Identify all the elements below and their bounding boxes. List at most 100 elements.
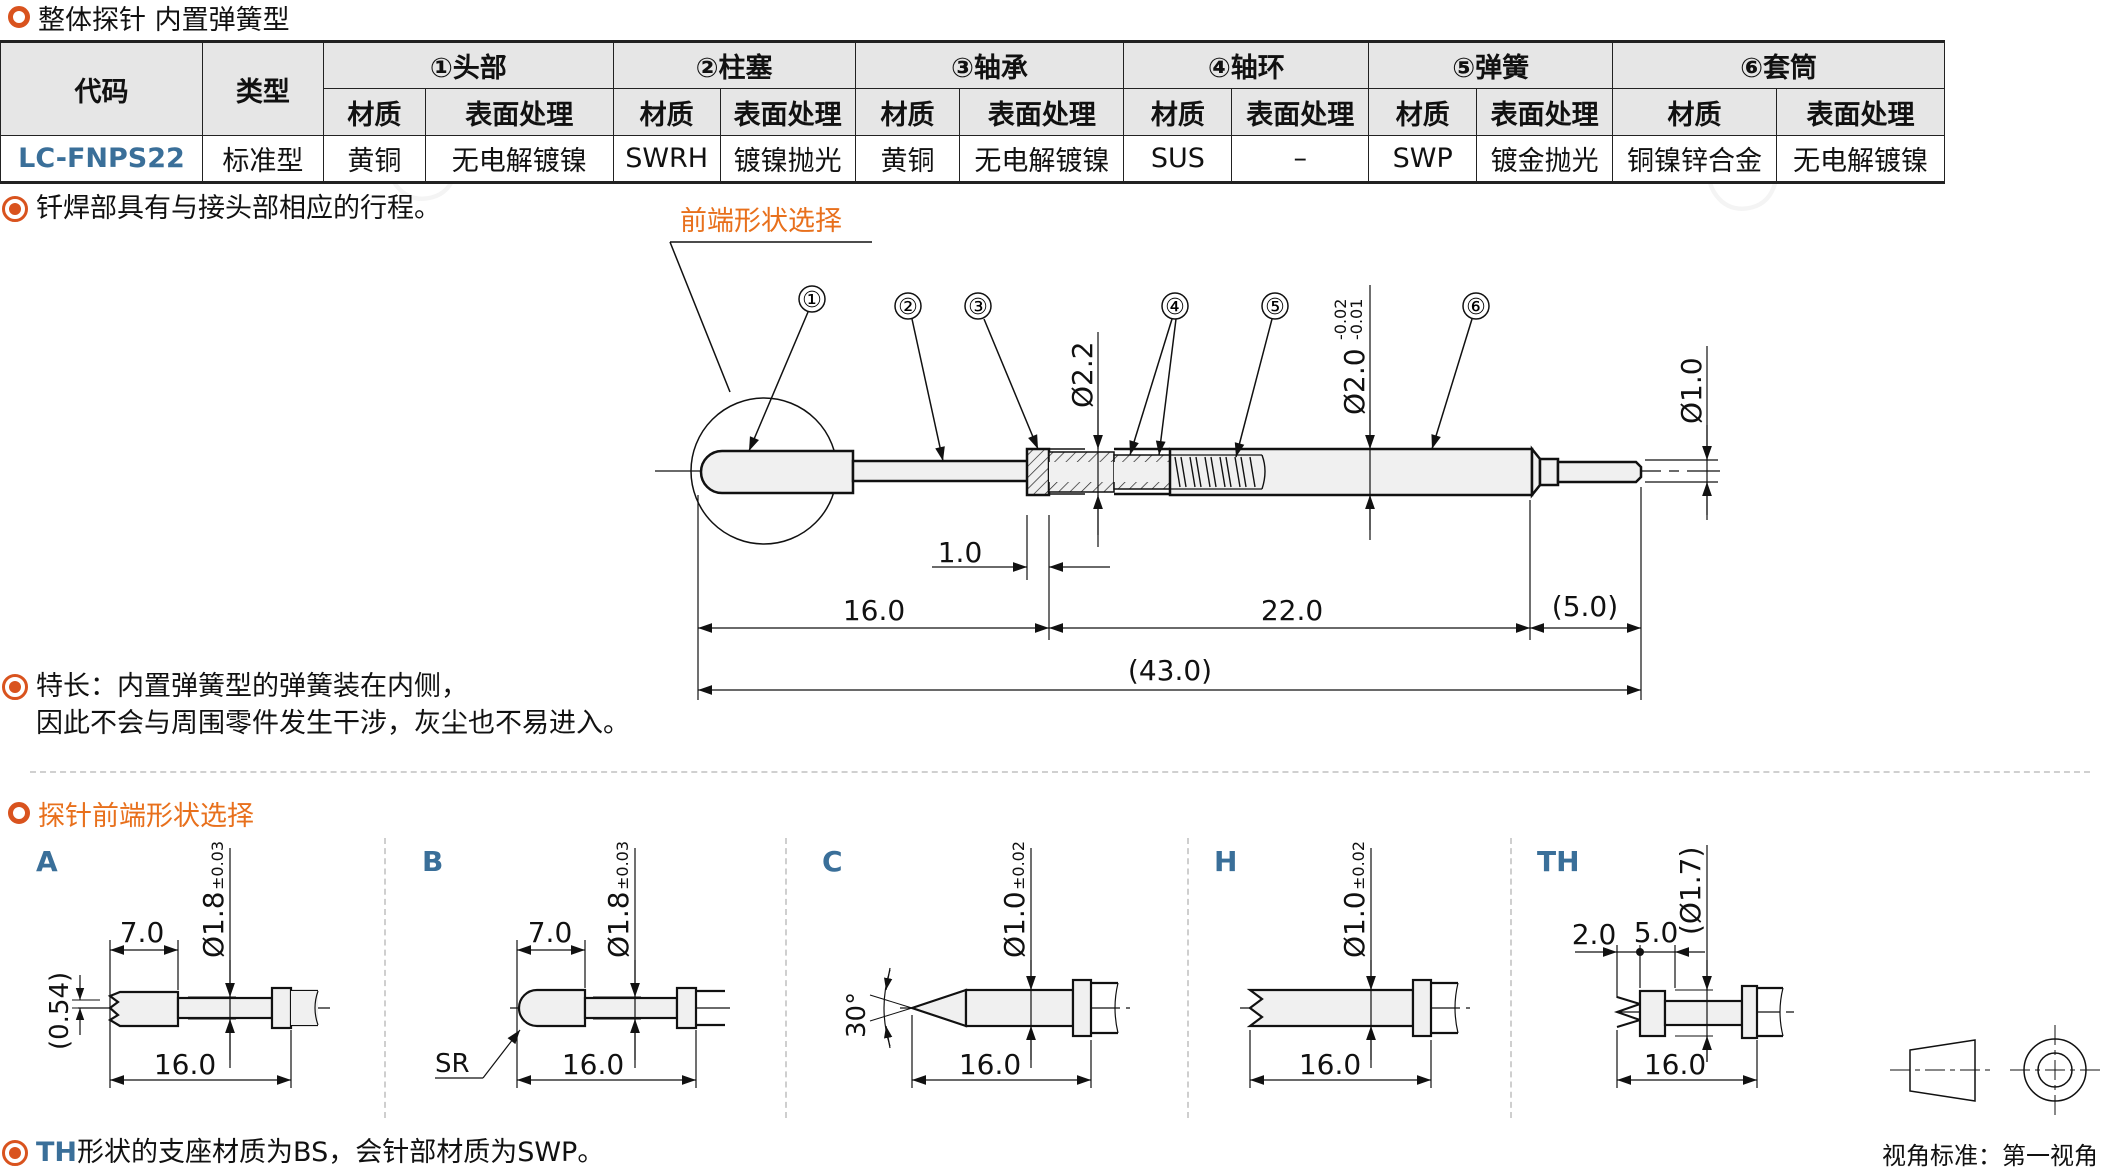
bullet-icon <box>2 673 28 700</box>
ring-icon <box>8 6 30 28</box>
column-divider <box>1510 838 1512 1118</box>
shape-th-len-b: 5.0 <box>1634 916 1679 949</box>
shape-label-c: C <box>822 845 843 878</box>
leader-line <box>669 241 731 393</box>
shape-a-total: 16.0 <box>154 1048 216 1081</box>
projection-label: 视角标准：第一视角 <box>1882 1142 2098 1170</box>
header-code: 代码 <box>0 41 203 136</box>
cell: 镀金抛光 <box>1476 135 1614 183</box>
shape-th-len-a: 2.0 <box>1572 918 1617 951</box>
tip-shape-b: 7.0 16.0 Ø1.8 ±0.03 SR <box>435 841 730 1088</box>
shape-c-extra: 30° <box>842 992 872 1038</box>
section-title: 整体探针 内置弹簧型 <box>8 0 290 36</box>
main-drawing: 前端形状选择 ① ② ③ <box>655 206 1720 700</box>
note-th-text: 形状的支座材质为BS，会针部材质为SWP。 <box>77 1137 605 1168</box>
shape-th-dia: (Ø1.7) <box>1674 847 1707 935</box>
shape-b-total: 16.0 <box>562 1048 624 1081</box>
dim-5-label: (5.0) <box>1552 590 1618 623</box>
shape-c-tol: ±0.02 <box>1009 841 1028 890</box>
header-material: 材质 <box>854 88 961 136</box>
cell: SWRH <box>612 135 721 183</box>
callout-2: ② <box>898 295 918 320</box>
shape-b-tol: ±0.03 <box>613 841 632 890</box>
header-surface: 表面处理 <box>1476 88 1614 136</box>
dim-16-label: 16.0 <box>843 594 905 627</box>
callout-5: ⑤ <box>1265 295 1285 320</box>
cell-type: 标准型 <box>201 135 324 183</box>
section-title-text: 整体探针 内置弹簧型 <box>38 4 290 36</box>
cell: 无电解镀镍 <box>1775 135 1946 183</box>
shape-h-total: 16.0 <box>1299 1048 1361 1081</box>
callouts: ① ② ③ ④ ⑤ ⑥ <box>748 285 1490 462</box>
cell: 黄铜 <box>854 135 961 183</box>
tip-section-title-text: 探针前端形状选择 <box>38 800 254 832</box>
dim-43-label: (43.0) <box>1128 654 1212 687</box>
cell: 黄铜 <box>322 135 426 183</box>
dia-sleeve-label: Ø2.0 <box>1338 348 1371 415</box>
section-divider <box>30 771 2090 773</box>
shape-h-dia: Ø1.0 <box>1338 891 1371 958</box>
shape-b-dia: Ø1.8 <box>602 891 635 958</box>
projection-symbol <box>1890 1025 2100 1115</box>
note-feature-line2: 因此不会与周围零件发生干涉，灰尘也不易进入。 <box>36 708 630 739</box>
shape-a-dia: Ø1.8 <box>197 891 230 958</box>
shape-label-b: B <box>422 845 444 878</box>
column-divider <box>785 838 787 1118</box>
header-group: ⑥套筒 <box>1612 41 1945 89</box>
shape-c-dia: Ø1.0 <box>998 891 1031 958</box>
cell: 无电解镀镍 <box>959 135 1125 183</box>
header-surface: 表面处理 <box>1231 88 1370 136</box>
cell-code: LC-FNPS22 <box>0 135 203 183</box>
header-type: 类型 <box>201 41 324 136</box>
callout-6: ⑥ <box>1466 295 1486 320</box>
part-head <box>699 449 855 495</box>
shape-label-th: TH <box>1537 845 1580 878</box>
shape-c-total: 16.0 <box>959 1048 1021 1081</box>
spec-table: 代码 类型 ①头部 ②柱塞 ③轴承 ④轴环 ⑤弹簧 ⑥套筒 材质 表面处理 材质… <box>0 40 1946 184</box>
shape-th-total: 16.0 <box>1644 1048 1706 1081</box>
header-group: ③轴承 <box>854 41 1125 89</box>
shape-a-extra: (0.54) <box>45 972 75 1050</box>
dim-1-label: 1.0 <box>938 536 983 569</box>
callout-4: ④ <box>1165 295 1185 320</box>
note-th-prefix: TH <box>36 1137 78 1168</box>
header-surface: 表面处理 <box>424 88 614 136</box>
part-tail-pin <box>1556 460 1643 484</box>
cell: SUS <box>1123 135 1233 183</box>
cell: 无电解镀镍 <box>424 135 614 183</box>
ring-icon <box>8 802 30 824</box>
dia-sleeve-tol-lower: -0.01 <box>1347 299 1366 340</box>
note-stroke: 钎焊部具有与接头部相应的行程。 <box>2 190 441 227</box>
dia-sleeve-tol-upper: -0.02 <box>1331 299 1350 340</box>
note-th: TH 形状的支座材质为BS，会针部材质为SWP。 <box>2 1134 604 1171</box>
tip-shape-th: 2.0 5.0 16.0 (Ø1.7) <box>1572 845 1800 1088</box>
cell: 镀镍抛光 <box>719 135 856 183</box>
header-group: ④轴环 <box>1123 41 1370 89</box>
note-feature: 特长：内置弹簧型的弹簧装在内侧， 因此不会与周围零件发生干涉，灰尘也不易进入。 <box>2 668 630 742</box>
table-row: LC-FNPS22 标准型 黄铜 无电解镀镍 SWRH 镀镍抛光 黄铜 无电解镀… <box>0 135 1946 183</box>
shape-b-len: 7.0 <box>528 916 573 949</box>
header-material: 材质 <box>1612 88 1777 136</box>
header-surface: 表面处理 <box>959 88 1125 136</box>
bullet-icon <box>2 195 28 222</box>
bullet-icon <box>2 1139 28 1166</box>
cell: SWP <box>1368 135 1478 183</box>
header-group: ①头部 <box>322 41 614 89</box>
dia-tail-label: Ø1.0 <box>1675 357 1708 424</box>
shape-a-tol: ±0.03 <box>208 841 227 890</box>
header-group: ②柱塞 <box>612 41 856 89</box>
header-group: ⑤弹簧 <box>1368 41 1614 89</box>
tip-select-label: 前端形状选择 <box>680 206 842 237</box>
cell: 铜镍锌合金 <box>1612 135 1777 183</box>
header-material: 材质 <box>322 88 426 136</box>
note-feature-line1: 特长：内置弹簧型的弹簧装在内侧， <box>36 671 468 702</box>
shape-label-h: H <box>1214 845 1238 878</box>
shape-h-tol: ±0.02 <box>1349 841 1368 890</box>
shape-b-extra: SR <box>435 1049 470 1079</box>
shape-label-a: A <box>36 845 58 878</box>
column-divider <box>384 838 386 1118</box>
header-material: 材质 <box>1368 88 1478 136</box>
dim-22-label: 22.0 <box>1261 594 1323 627</box>
callout-3: ③ <box>968 295 988 320</box>
